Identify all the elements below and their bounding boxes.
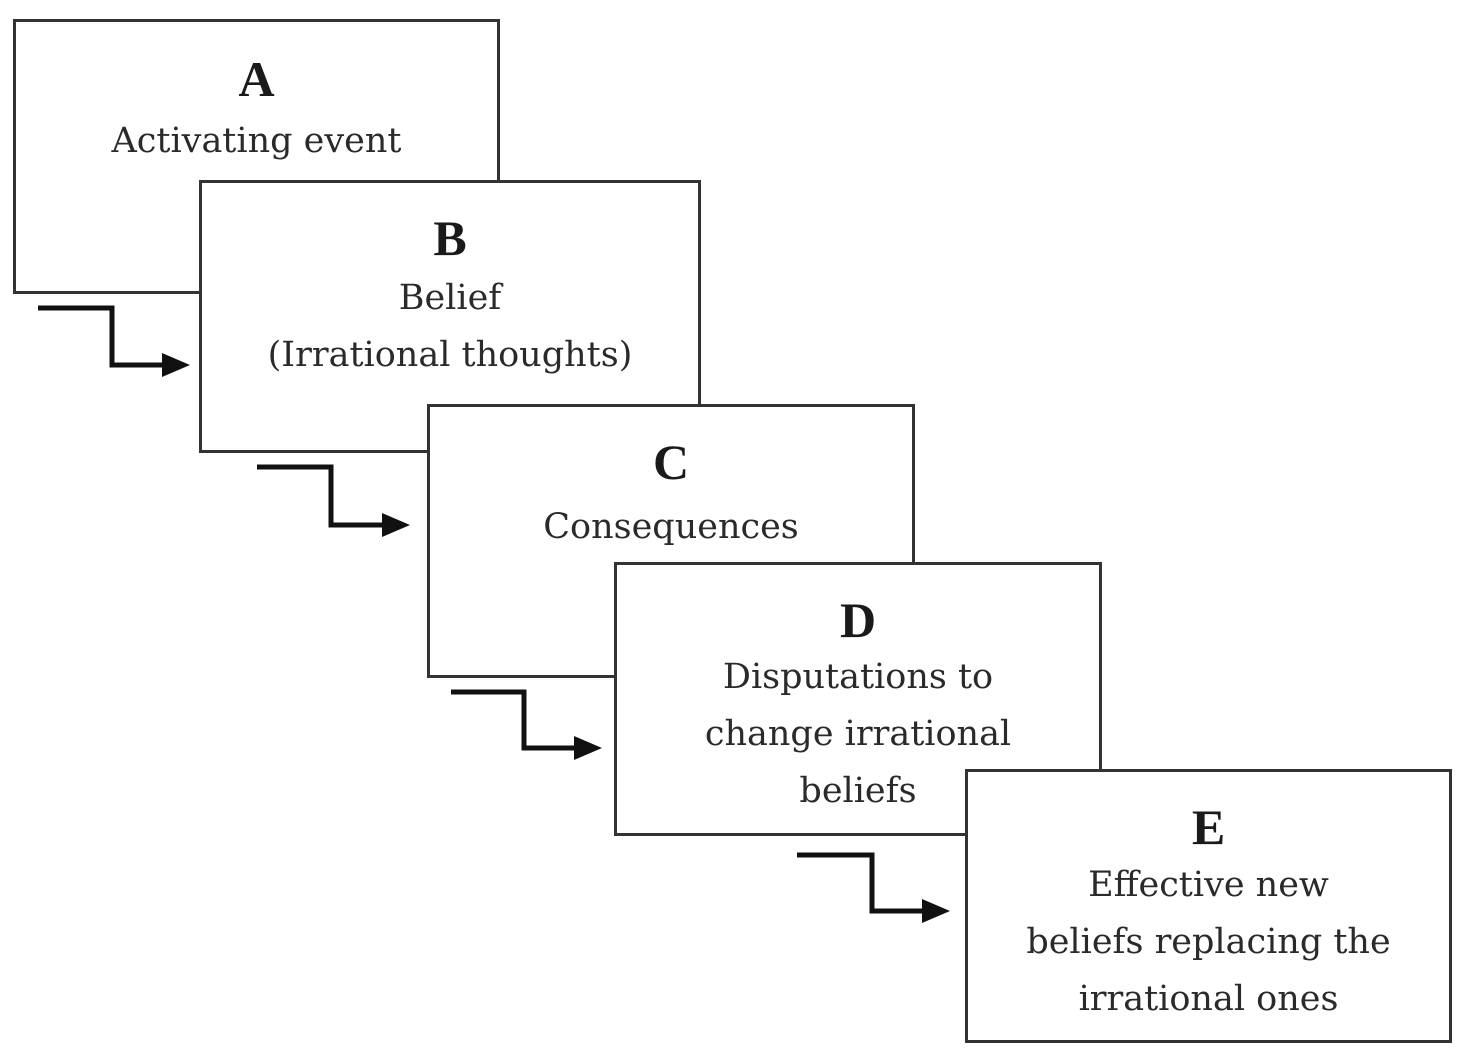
step-label-line: Disputations to <box>722 657 994 697</box>
step-label-line: Belief <box>398 278 502 318</box>
arrowhead-icon <box>162 353 190 377</box>
arrowhead-icon <box>574 736 602 760</box>
step-label: Consequences <box>543 507 799 547</box>
step-label: Disputations to change irrational belief… <box>617 649 1099 820</box>
step-label: Activating event <box>111 121 402 161</box>
step-box-e: E Effective new beliefs replacing the ir… <box>965 769 1452 1043</box>
step-label: Belief (Irrational thoughts) <box>202 270 698 384</box>
step-letter: E <box>1191 799 1226 855</box>
step-label-line: irrational ones <box>1078 979 1339 1019</box>
step-label-line: change irrational <box>704 714 1012 754</box>
step-letter: C <box>652 434 690 490</box>
arrow-d-to-e <box>797 852 928 914</box>
step-label-line: beliefs <box>799 771 917 811</box>
arrow-c-to-d <box>451 689 580 751</box>
step-letter: D <box>839 592 877 648</box>
step-label-line: Effective new <box>1088 865 1329 905</box>
step-letter: A <box>238 51 275 107</box>
arrow-b-to-c <box>257 464 388 528</box>
arrowhead-icon <box>382 513 410 537</box>
arrowhead-icon <box>922 899 950 923</box>
step-letter: B <box>433 210 467 266</box>
arrow-a-to-b <box>38 305 168 368</box>
step-label: Effective new beliefs replacing the irra… <box>968 857 1449 1028</box>
step-label-line: (Irrational thoughts) <box>267 335 633 375</box>
step-label-line: beliefs replacing the <box>1026 922 1391 962</box>
